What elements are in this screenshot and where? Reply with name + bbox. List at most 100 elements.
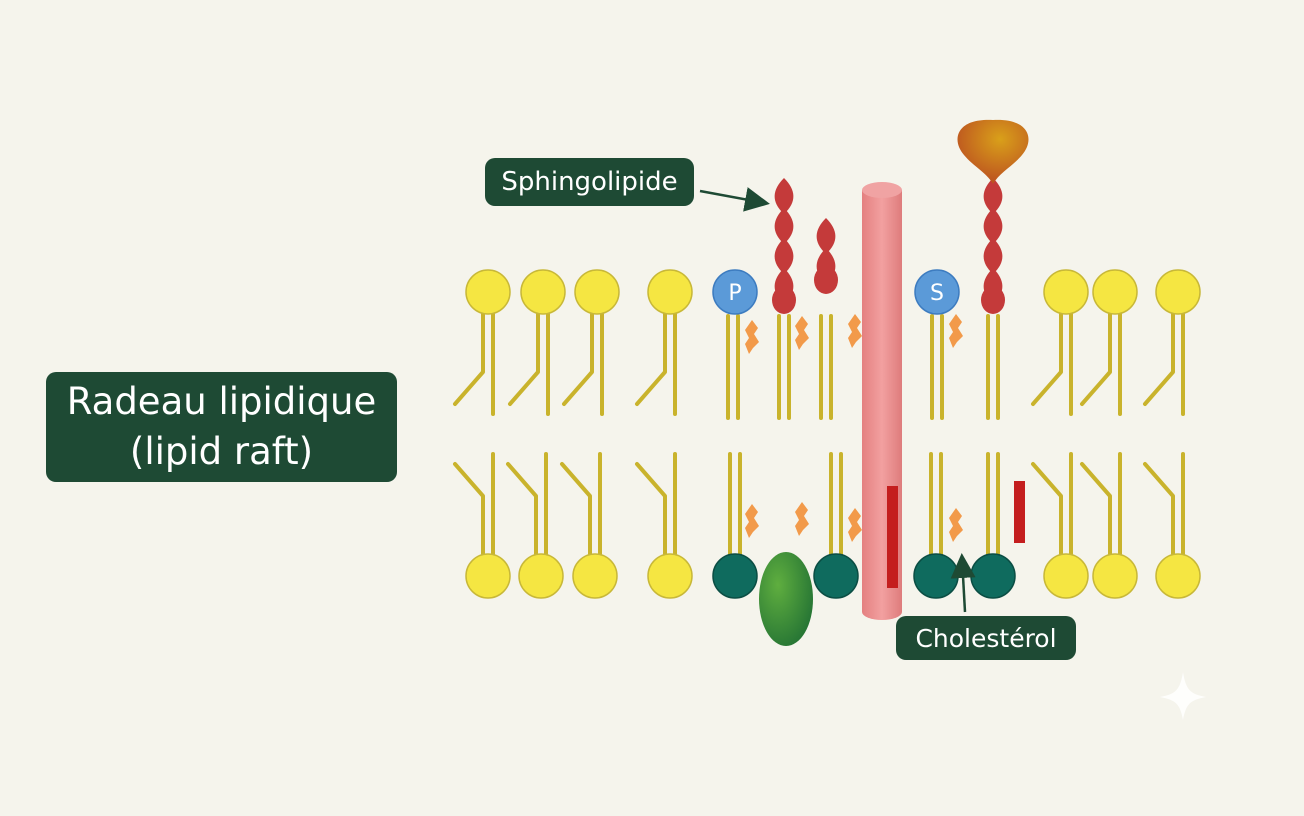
sugar-unit [774, 208, 794, 244]
cholesterol-molecule [848, 314, 862, 348]
raft-components [759, 119, 1206, 720]
phospholipid-head [520, 269, 566, 315]
cholesterol-arrow [950, 553, 976, 613]
cholesterol-molecule [949, 508, 963, 542]
phospholipid-head [1155, 269, 1201, 315]
phospholipid-lower [1143, 452, 1201, 599]
raft-lipid-head [913, 553, 959, 599]
cholesterol-molecule [949, 314, 963, 348]
phospholipid-head [647, 553, 693, 599]
raft-lipid-head [712, 553, 758, 599]
sugar-unit [983, 208, 1003, 244]
phosphate-head-circle [712, 269, 758, 315]
phospholipid-lower [1080, 452, 1138, 599]
phospholipid-upper [508, 269, 566, 416]
phospholipid-lower [1031, 452, 1089, 599]
sphingolipid-head [814, 266, 838, 294]
phosphate-head: P [712, 269, 758, 315]
cholesterol-molecule [795, 316, 809, 350]
lipid-tail-kinked [1080, 462, 1112, 556]
lipid-tail-kinked [506, 462, 538, 556]
phospholipid-upper [1143, 269, 1201, 416]
cholesterol-molecule [745, 504, 759, 538]
glycan-head [957, 119, 1029, 184]
phospholipid-head [465, 269, 511, 315]
phospholipid-head [1043, 553, 1089, 599]
sphingolipid-label: Sphingolipide [485, 158, 694, 206]
lipid-tail-kinked [635, 312, 667, 406]
transmembrane-protein-top [862, 182, 902, 198]
lipid-tail-kinked [453, 312, 485, 406]
sphingo-head-letter: S [930, 281, 944, 306]
cholesterol-molecule [745, 320, 759, 354]
phospholipid-head [647, 269, 693, 315]
raft-lipid-upper [819, 314, 833, 420]
raft-lipid-head [970, 553, 1016, 599]
phospholipid-head [1155, 553, 1201, 599]
sphingolipid-head [772, 286, 796, 314]
lipid-tail-kinked [1143, 312, 1175, 406]
title-line-2: (lipid raft) [129, 430, 314, 473]
lipid-tail-kinked [508, 312, 540, 406]
raft-lipid-upper [726, 314, 740, 420]
phospholipid-head [1092, 269, 1138, 315]
raft-lipid-lower [970, 452, 1016, 599]
phospholipid-lower [453, 452, 511, 599]
lipid-anchor-bar [887, 486, 898, 588]
raft-lipid-upper [986, 314, 1000, 420]
phospholipid-head [465, 553, 511, 599]
phospholipid-upper [1031, 269, 1089, 416]
sphingo-head-circle [914, 269, 960, 315]
sugar-unit [774, 238, 794, 274]
lipid-tail-kinked [562, 312, 594, 406]
cholesterol-molecule [848, 508, 862, 542]
sphingolipid-chain [814, 218, 838, 294]
cholesterol-molecule [795, 502, 809, 536]
sugar-unit [983, 178, 1003, 214]
sugar-unit [983, 238, 1003, 274]
lipid-tail-kinked [1080, 312, 1112, 406]
phospholipid-upper [1080, 269, 1138, 416]
phospholipid-upper [635, 269, 693, 416]
lipid-tail-kinked [635, 462, 667, 556]
sphingolipid-chain [772, 178, 796, 314]
phospholipid-head [1092, 553, 1138, 599]
sugar-unit [816, 218, 836, 254]
lipid-tail-kinked [453, 462, 485, 556]
phospholipid-head [518, 553, 564, 599]
lipid-anchor-bar [1014, 481, 1025, 543]
lipid-tail-kinked [1031, 462, 1063, 556]
phospholipid-lower [560, 452, 618, 599]
phospholipid-upper [562, 269, 620, 416]
phospholipid-upper [453, 269, 511, 416]
phospholipid-head [1043, 269, 1089, 315]
lower-leaflet [453, 452, 1201, 599]
raft-lipid-lower [712, 452, 758, 599]
phospholipid-lower [635, 452, 693, 599]
phospholipid-head [572, 553, 618, 599]
sparkle-icon [1160, 672, 1206, 720]
sphingolipid-head [981, 286, 1005, 314]
raft-lipid-upper [930, 314, 944, 420]
peripheral-protein [759, 552, 813, 646]
diagram-title: Radeau lipidique (lipid raft) [46, 372, 397, 482]
glycosphingolipid-chain [981, 178, 1005, 314]
phospholipid-lower [506, 452, 564, 599]
phosphate-head-letter: P [728, 281, 741, 306]
raft-lipid-lower [813, 452, 859, 599]
raft-lipid-upper [777, 314, 791, 420]
lipid-tail-kinked [1143, 462, 1175, 556]
sugar-unit [774, 178, 794, 214]
title-line-1: Radeau lipidique [66, 380, 377, 423]
lipid-tail-kinked [1031, 312, 1063, 406]
raft-lipid-lower [913, 452, 959, 599]
raft-lipid-head [813, 553, 859, 599]
sphingo-head: S [914, 269, 960, 315]
sphingolipid-arrow [699, 187, 770, 212]
cholesterol-label: Cholestérol [896, 616, 1076, 660]
lipid-tail-kinked [560, 462, 592, 556]
phospholipid-head [574, 269, 620, 315]
